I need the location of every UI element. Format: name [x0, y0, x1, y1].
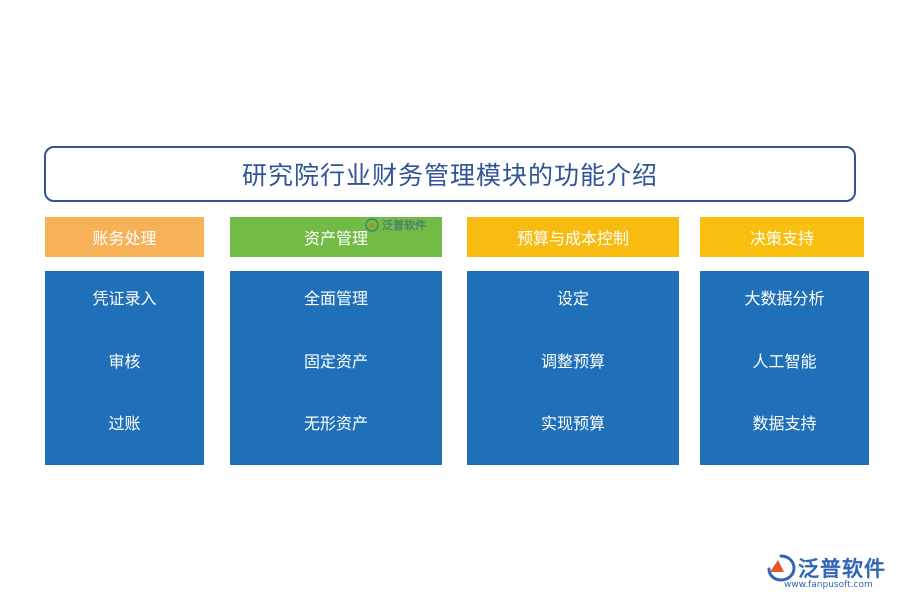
- column-header-label: 预算与成本控制: [516, 229, 629, 248]
- column-body-decision: 大数据分析 人工智能 数据支持: [700, 271, 869, 465]
- list-item: 人工智能: [752, 351, 817, 371]
- list-item: 大数据分析: [744, 289, 825, 308]
- diagram-title: 研究院行业财务管理模块的功能介绍: [241, 161, 658, 190]
- list-item: 无形资产: [303, 414, 368, 433]
- column-body-budget: 设定 调整预算 实现预算: [467, 271, 679, 465]
- column-header-label: 资产管理: [303, 229, 368, 248]
- column-header-assets: 资产管理: [230, 217, 442, 257]
- list-item: 调整预算: [540, 351, 605, 371]
- fanpu-logo-icon: [365, 218, 379, 232]
- list-item: 固定资产: [303, 351, 368, 371]
- column-header-budget: 预算与成本控制: [467, 217, 679, 257]
- list-item: 凭证录入: [92, 289, 157, 308]
- column-body-accounting: 凭证录入 审核 过账: [45, 271, 204, 465]
- list-item: 设定: [556, 289, 589, 308]
- watermark-text: 泛普软件: [382, 219, 426, 232]
- list-item: 数据支持: [752, 414, 817, 433]
- column-header-label: 账务处理: [92, 229, 157, 248]
- fanpu-logo-icon: [767, 554, 796, 582]
- logo-text: 泛普软件: [798, 557, 886, 581]
- column-header-label: 决策支持: [749, 229, 814, 248]
- list-item: 过账: [108, 414, 141, 433]
- column-header-decision: 决策支持: [700, 217, 864, 257]
- title-box: 研究院行业财务管理模块的功能介绍: [44, 146, 856, 202]
- list-item: 全面管理: [303, 289, 368, 308]
- list-item: 审核: [108, 351, 141, 371]
- brand-logo: 泛普软件 www.fanpusoft.com: [766, 553, 894, 593]
- watermark: 泛普软件: [365, 217, 426, 233]
- column-header-accounting: 账务处理: [45, 217, 204, 257]
- logo-url: www.fanpusoft.com: [784, 580, 873, 590]
- column-body-assets: 全面管理 固定资产 无形资产: [230, 271, 442, 465]
- list-item: 实现预算: [540, 414, 605, 433]
